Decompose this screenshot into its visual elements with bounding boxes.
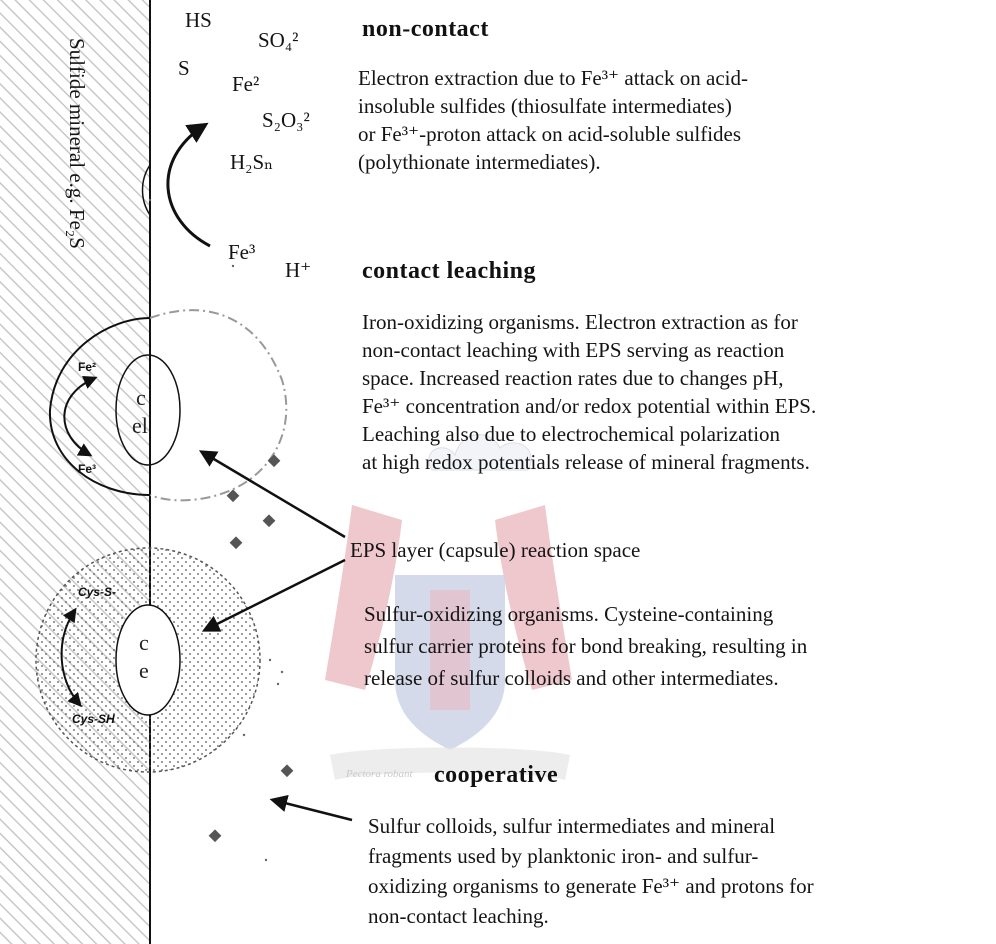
noncontact-line-1: Electron extraction due to Fe³⁺ attack o… xyxy=(358,66,748,90)
noncontact-line-4: (polythionate intermediates). xyxy=(358,150,601,174)
cooperative-line-2: fragments used by planktonic iron- and s… xyxy=(368,844,759,868)
heading-cooperative: cooperative xyxy=(434,762,559,788)
noncontact-line-2: insoluble sulfides (thiosulfate intermed… xyxy=(358,94,732,118)
cell-top-eps-outer xyxy=(149,309,288,502)
contact-line-5: Leaching also due to electrochemical pol… xyxy=(362,422,781,446)
mineral-surface xyxy=(0,0,150,944)
cell-top-cycle-arrow xyxy=(63,375,98,457)
sulfur-line-3: release of sulfur colloids and other int… xyxy=(364,666,779,690)
noncontact-line-3: or Fe³⁺-proton attack on acid-soluble su… xyxy=(358,122,742,146)
contact-line-2: non-contact leaching with EPS serving as… xyxy=(362,338,785,362)
cell-top-body xyxy=(115,354,181,466)
heading-noncontact: non-contact xyxy=(362,16,489,42)
cooperative-line-4: non-contact leaching. xyxy=(368,904,549,928)
fragment xyxy=(229,536,243,550)
cell-top-label-2: el xyxy=(132,413,148,438)
contact-line-3: space. Increased reaction rates due to c… xyxy=(362,366,784,390)
cell-bottom-body xyxy=(115,604,181,716)
fragment xyxy=(226,489,240,503)
species-fe2: Fe² xyxy=(232,72,260,96)
species-so4: SO₄² xyxy=(258,28,299,52)
cooperative-line-3: oxidizing organisms to generate Fe³⁺ and… xyxy=(368,874,814,898)
species-hplus: H⁺ xyxy=(285,258,312,282)
arrow-to-top-eps xyxy=(198,450,346,539)
species-h2sn: H₂Sₙ xyxy=(230,150,274,174)
arrow-to-bottom-eps xyxy=(201,558,346,632)
species-s2o3: S₂O₃² xyxy=(262,108,310,132)
contact-line-4: Fe³⁺ concentration and/or redox potentia… xyxy=(362,394,817,418)
cell-bottom-cys-bottom: Cys-SH xyxy=(72,712,115,726)
cell-bottom-label-2: e xyxy=(139,658,149,683)
cell-bottom-cys-top: Cys-S- xyxy=(78,585,117,599)
contact-line-6: at high redox potentials release of mine… xyxy=(362,450,810,474)
fragment xyxy=(208,829,222,843)
mineral-label: Sulfide mineral e.g. Fe₂S xyxy=(65,38,89,249)
species-fe3: Fe³ xyxy=(228,240,256,264)
arrow-to-surface xyxy=(269,794,353,822)
watermark-crest xyxy=(325,433,572,780)
fragment xyxy=(262,514,276,528)
cell-top-fe3: Fe³ xyxy=(78,462,96,476)
surface-bump xyxy=(141,164,151,216)
colloid-dots xyxy=(148,198,284,862)
mineral-fragments xyxy=(208,454,294,843)
cell-bottom-label-1: c xyxy=(139,630,149,655)
watermark-motto: Pectora robant xyxy=(346,768,413,780)
sulfur-line-1: Sulfur-oxidizing organisms. Cysteine-con… xyxy=(364,602,774,626)
reaction-arrow xyxy=(166,122,211,248)
fragment xyxy=(267,454,281,468)
cell-top-capsule xyxy=(48,317,151,496)
cell-bottom-cycle-arrow xyxy=(60,607,82,708)
eps-label: EPS layer (capsule) reaction space xyxy=(350,538,641,562)
species-s: S xyxy=(178,56,190,80)
cell-top-label-1: c xyxy=(136,385,146,410)
cooperative-line-1: Sulfur colloids, sulfur intermediates an… xyxy=(368,814,776,838)
species-hs: HS xyxy=(185,8,212,32)
fragment xyxy=(280,764,294,778)
cell-top-fe2: Fe² xyxy=(78,360,96,374)
sulfur-line-2: sulfur carrier proteins for bond breakin… xyxy=(364,634,808,658)
heading-contact: contact leaching xyxy=(362,258,536,284)
contact-line-1: Iron-oxidizing organisms. Electron extra… xyxy=(362,310,798,334)
